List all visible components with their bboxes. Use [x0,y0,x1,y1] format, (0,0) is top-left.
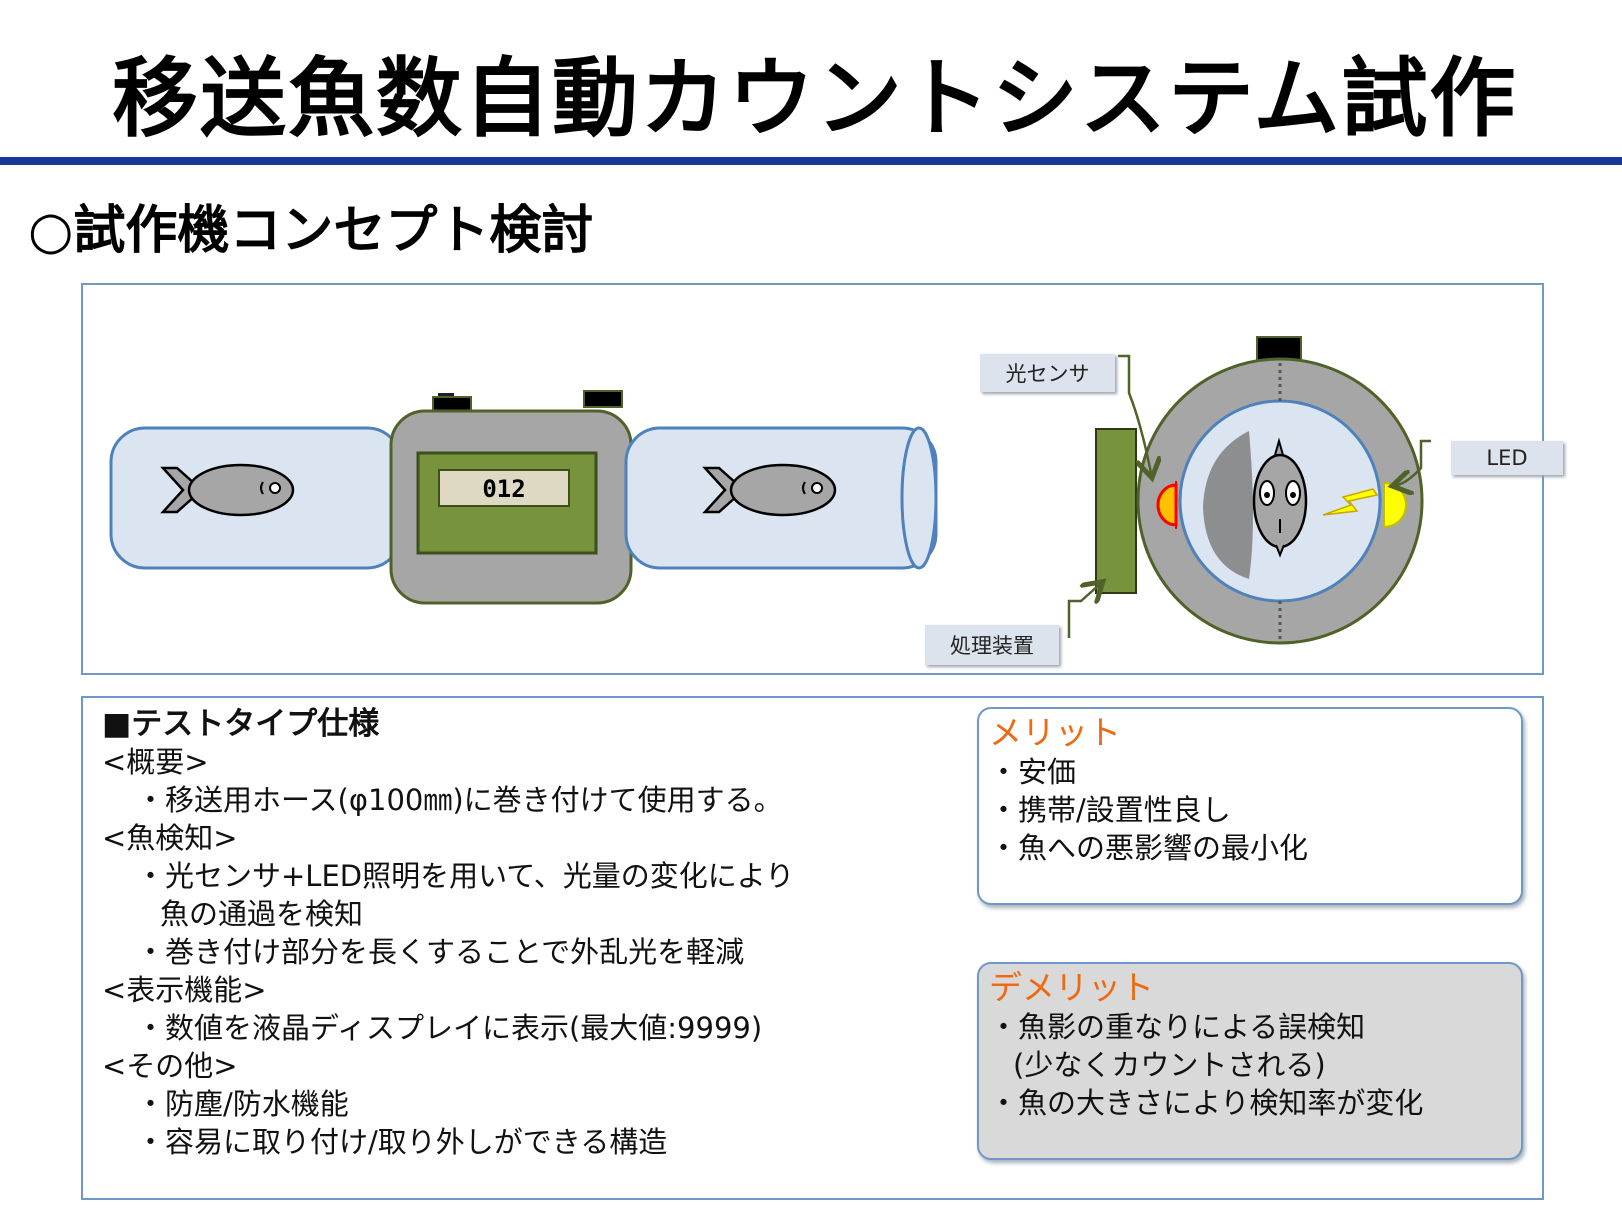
spec-section: ■テストタイプ仕様 <概要>・移送用ホース(φ100㎜)に巻き付けて使用する。<… [102,705,794,1161]
spec-category: <表示機能> [102,973,267,1007]
callout-processor: 処理装置 [925,625,1059,665]
counter-housing: 012 [389,390,633,605]
spec-heading: ■テストタイプ仕様 [102,706,380,742]
spec-panel [81,696,1544,1200]
merit-title: メリット [989,713,1121,752]
page-title: 移送魚数自動カウントシステム試作 [112,49,1518,149]
merit-box: メリット ・安価 ・携帯/設置性良し ・魚への悪影響の最小化 [977,707,1523,905]
spec-item: ・巻き付け部分を長くすることで外乱光を軽減 [136,935,745,969]
fish-shadow [1203,431,1253,579]
merit-item: ・安価 [989,755,1077,789]
fish-front-icon [1252,437,1308,558]
fish-right-icon [702,463,837,517]
demerit-title: デメリット [989,968,1154,1007]
spec-category: <魚検知> [102,821,238,855]
section-subtitle: ○試作機コンセプト検討 [28,201,594,261]
spec-item: ・移送用ホース(φ100㎜)に巻き付けて使用する。 [136,783,783,817]
spec-list: <概要> ・移送用ホース(φ100㎜)に巻き付けて使用する。 <魚検知> ・光センサ+… [102,743,794,1161]
demerit-box: デメリット ・魚影の重なりによる誤検知 (少なくカウントされる) ・魚の大きさに… [977,962,1523,1160]
processor-unit [1095,428,1137,594]
demerit-item: ・魚影の重なりによる誤検知 [989,1010,1366,1044]
counter-display-value: 012 [482,475,525,503]
concept-diagram: 012 [109,336,1431,645]
spec-item: ・容易に取り付け/取り外しができる構造 [136,1125,668,1159]
title-divider [0,157,1622,165]
callout-light-sensor: 光センサ [980,354,1115,392]
spec-item: ・数値を液晶ディスプレイに表示(最大値:9999) [136,1011,763,1045]
callout-led: LED [1451,441,1563,475]
callout-connectors [1067,354,1431,638]
merit-item: ・魚への悪影響の最小化 [989,831,1309,865]
fish-left-icon [160,463,295,517]
light-beam-icon [1322,488,1379,516]
spec-item: ・防塵/防水機能 [136,1087,349,1121]
spec-item: 魚の通過を検知 [160,897,364,931]
light-sensor-icon [1156,481,1178,529]
demerit-item: ・魚の大きさにより検知率が変化 [989,1086,1424,1120]
spec-item: ・光センサ+LED照明を用いて、光量の変化により [136,859,795,893]
spec-category: <その他> [102,1049,238,1083]
merit-item: ・携帯/設置性良し [989,793,1231,827]
concept-diagram-panel [81,283,1544,675]
spec-category: <概要> [102,745,209,779]
demerit-item: (少なくカウントされる) [1013,1048,1326,1082]
